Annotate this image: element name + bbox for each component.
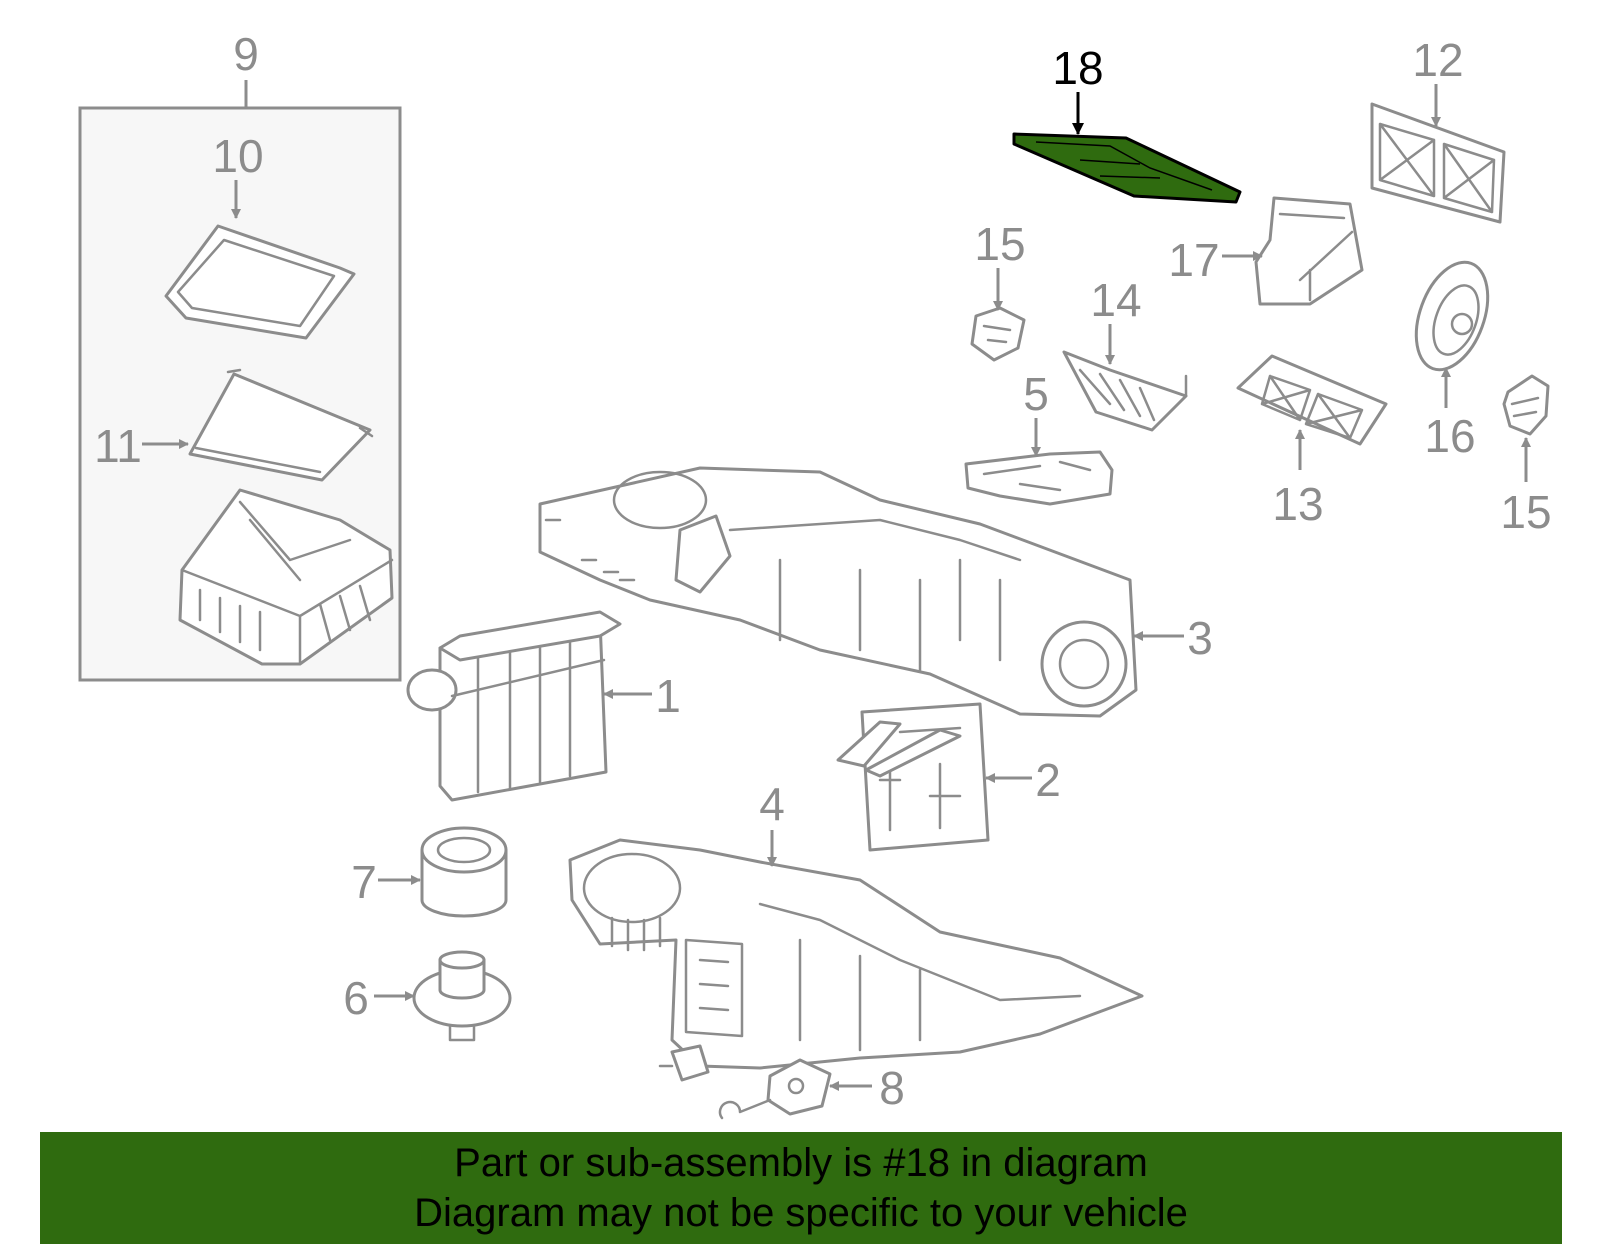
- callout-13: 13: [1272, 478, 1323, 530]
- callout-4: 4: [759, 778, 785, 830]
- callout-18-highlighted: 18: [1052, 42, 1103, 94]
- banner-line-2: Diagram may not be specific to your vehi…: [414, 1191, 1188, 1235]
- part-9-filter-housing[interactable]: [178, 488, 394, 666]
- callout-17: 17: [1168, 234, 1219, 286]
- callout-9: 9: [233, 28, 259, 80]
- callout-7: 7: [351, 856, 377, 908]
- part-14-door[interactable]: [1062, 350, 1188, 432]
- info-banner: Part or sub-assembly is #18 in diagram D…: [40, 1132, 1562, 1244]
- callout-2: 2: [1035, 754, 1061, 806]
- part-5-duct[interactable]: [964, 450, 1114, 506]
- part-13-door-assembly[interactable]: [1236, 354, 1388, 446]
- part-7-blower-wheel[interactable]: [420, 826, 508, 918]
- part-1-evaporator[interactable]: [406, 610, 622, 802]
- callout-8: 8: [879, 1062, 905, 1114]
- part-18-cabin-filter-highlighted[interactable]: [1012, 132, 1242, 204]
- part-16-mode-plate[interactable]: [1403, 252, 1501, 379]
- banner-line-1: Part or sub-assembly is #18 in diagram: [454, 1141, 1148, 1185]
- part-15-actuator-left[interactable]: [970, 306, 1026, 362]
- callout-3: 3: [1187, 612, 1213, 664]
- part-6-blower-motor[interactable]: [412, 950, 512, 1042]
- callout-10: 10: [212, 130, 263, 182]
- part-11-filter-element[interactable]: [188, 368, 374, 482]
- callout-15-right: 15: [1500, 486, 1551, 538]
- part-3-hvac-case[interactable]: [538, 466, 1138, 718]
- callout-14: 14: [1090, 274, 1141, 326]
- callout-12: 12: [1412, 34, 1463, 86]
- part-4-lower-case[interactable]: [568, 838, 1144, 1082]
- part-2-heater-core[interactable]: [836, 702, 990, 852]
- part-15-actuator-right[interactable]: [1502, 374, 1550, 436]
- callout-16: 16: [1424, 410, 1475, 462]
- callout-15-left: 15: [974, 218, 1025, 270]
- callout-11: 11: [94, 420, 142, 472]
- callout-5: 5: [1023, 368, 1049, 420]
- callout-6: 6: [343, 972, 369, 1024]
- part-8-actuator[interactable]: [718, 1058, 832, 1120]
- part-12-filter-frame[interactable]: [1370, 102, 1506, 224]
- part-10-filter-cover[interactable]: [164, 224, 356, 340]
- part-17-bracket[interactable]: [1254, 196, 1364, 306]
- callout-1: 1: [655, 670, 681, 722]
